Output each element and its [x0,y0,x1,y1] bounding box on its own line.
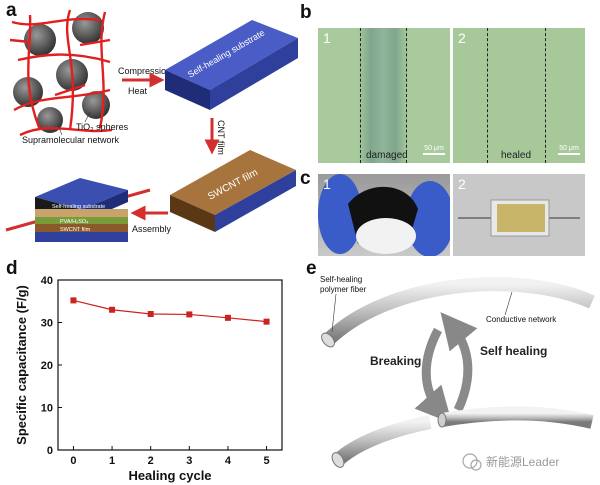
guide-line-right [406,28,407,163]
photo-number-2: 2 [458,176,466,192]
data-point [109,306,116,313]
capacitance-chart: 0 1 2 3 4 5 0 10 20 30 40 Healing cycle Specific c… [14,275,283,483]
micrograph-number-1: 1 [323,30,331,46]
data-point [224,314,231,321]
scale-bar-1: 50 μm [423,145,445,155]
x-tick-label: 5 [263,455,269,467]
heat-label: Heat [128,86,148,96]
x-tick-label: 3 [186,455,192,467]
guide-line-right [545,28,546,163]
data-point [263,318,270,325]
x-axis-label: Healing cycle [128,468,211,483]
y-tick-label: 20 [41,360,53,372]
healing-arrow [440,312,478,412]
data-point [147,311,154,317]
self-healing-label: Self healing [480,344,547,358]
stack-bottom-label: SWCNT film [60,227,91,233]
chart-ticks: 0 1 2 3 4 5 0 10 20 30 40 [41,275,270,467]
x-tick-label: 1 [109,455,115,467]
panel-label-a: a [6,0,17,21]
y-tick-label: 30 [41,318,53,330]
photo-bent-device: 1 [318,174,450,256]
guide-line-left [360,28,361,163]
tio2-label: TiO₂ spheres [76,122,129,132]
healed-label: healed [501,150,532,161]
chart-axes [57,279,283,451]
micrograph-healed: 2 healed 50 μm [453,28,585,163]
assembled-stack: Self-healing substrate PVA/H₂SO₄ SWCNT f… [5,178,151,242]
y-tick-label: 40 [41,275,53,287]
conductive-network-label: Conductive network [486,315,557,324]
panel-a-schematic: Supramolecular network TiO₂ spheres Comp… [5,9,298,242]
fiber-schematic: Self-healing polymer fiber Conductive ne… [320,275,595,471]
swcnt-block: SWCNT film [170,150,296,232]
y-tick-label: 10 [41,403,53,415]
guide-line-left [487,28,488,163]
data-point [70,297,77,304]
photo-number-1: 1 [323,176,331,192]
broken-fiber-left [333,415,432,466]
device-electrode [497,204,545,232]
x-tick-label: 4 [225,455,232,467]
panel-label-c: c [300,168,311,189]
micrograph-number-2: 2 [458,30,466,46]
intact-fiber [323,277,595,346]
x-tick-label: 0 [70,455,76,467]
stack-top-label: Self-healing substrate [52,204,105,210]
fiber-label-line1: Self-healing [320,275,362,284]
breaking-label: Breaking [370,354,421,368]
panel-label-d: d [6,258,18,279]
x-tick-label: 2 [148,455,154,467]
broken-fiber-right [440,406,594,429]
cnt-film-label: CNT film [216,120,226,155]
supramolecular-network [9,9,113,137]
series-points [70,297,270,325]
micrograph-damaged: 1 damaged 50 μm [318,28,450,163]
network-label: Supramolecular network [22,135,120,145]
y-tick-label: 0 [47,445,53,457]
panel-a: a [0,0,300,255]
series-line [73,299,267,323]
wechat-icon [462,453,478,469]
fiber-label-line2: polymer fiber [320,285,367,294]
assembly-label: Assembly [132,224,172,234]
stack-mid-label: PVA/H₂SO₄ [60,219,89,225]
panel-label-e: e [306,258,317,279]
substrate-block: Self-healing substrate [165,20,298,110]
y-axis-label: Specific capacitance (F/g) [14,285,29,445]
watermark-text: 新能源Leader [486,454,559,469]
damage-groove [358,28,408,163]
plot-frame [57,279,283,451]
scale-bar-2: 50 μm [558,145,580,155]
damaged-label: damaged [366,150,408,161]
data-point [186,311,193,318]
photo-flat-device: 2 [453,174,585,256]
panel-label-b: b [300,2,312,23]
compression-label: Compression [118,66,171,76]
breaking-arrow [414,327,453,424]
watermark: 新能源Leader [462,453,559,471]
